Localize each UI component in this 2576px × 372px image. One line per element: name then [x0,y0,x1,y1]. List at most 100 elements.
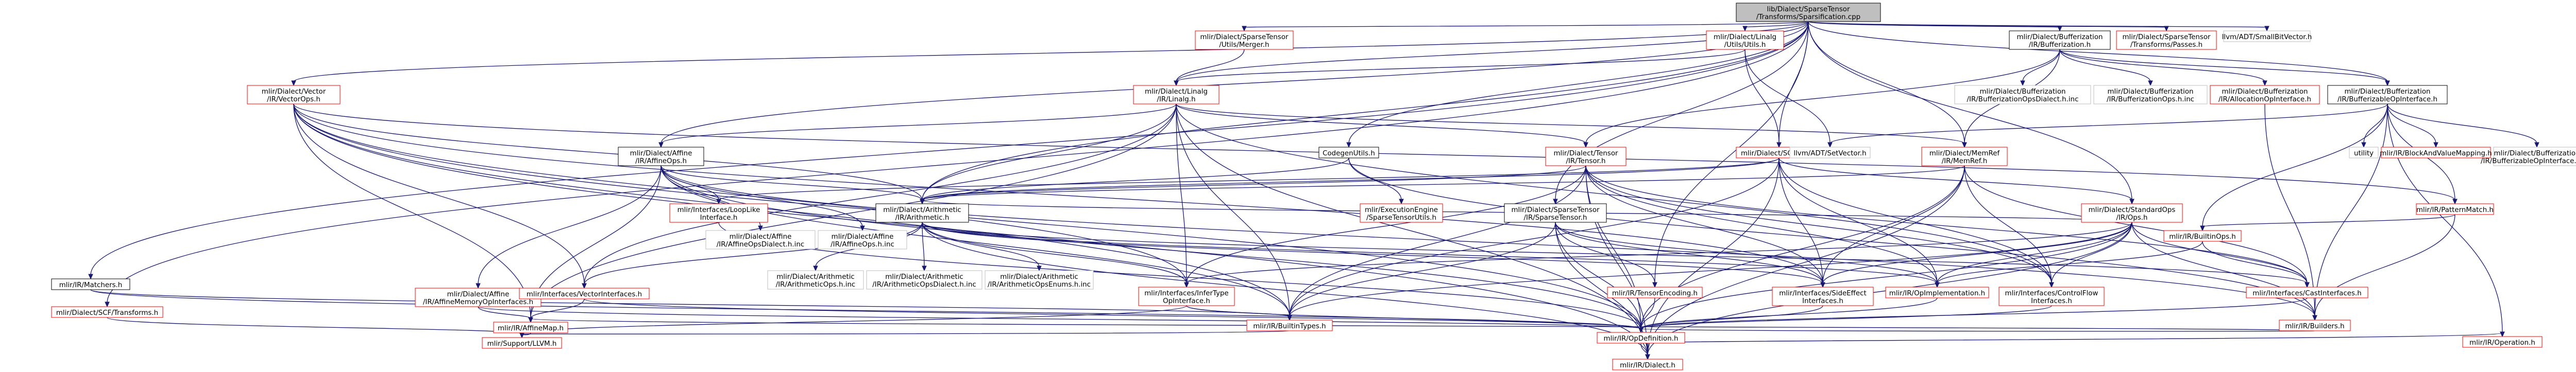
node-box [493,322,568,333]
dependency-edge [478,306,1641,329]
file-node-builtin-ops[interactable]: mlir/IR/BuiltinOps.h [2163,230,2242,242]
file-node-pattern-match[interactable]: mlir/IR/PatternMatch.h [2416,203,2494,215]
node-box [1597,332,1685,344]
file-node-sparse-tensor[interactable]: mlir/Dialect/SparseTensor/IR/SparseTenso… [1504,203,1607,223]
edge-arrowhead [1174,80,1179,86]
node-label-line: /Utils/Merger.h [1219,41,1269,49]
node-box [669,203,768,223]
file-node-root: lib/Dialect/SparseTensor/Transforms/Spar… [1736,3,1881,22]
file-node-support-llvm[interactable]: mlir/Support/LLVM.h [482,337,562,349]
dependency-edge [922,157,1780,201]
node-label-line: /Transforms/Sparsification.cpp [1756,13,1860,21]
node-box [1246,320,1333,331]
node-box [1706,30,1784,50]
dependency-edge [1640,222,2132,329]
file-node-tensor-encoding[interactable]: mlir/IR/TensorEncoding.h [1607,287,1703,298]
dependency-edge [1176,103,1648,356]
file-node-cast-interfaces[interactable]: mlir/Interfaces/CastInterfaces.h [2246,287,2368,298]
node-label-line: mlir/Dialect/Linalg [1145,88,1208,96]
node-label-line: mlir/Dialect/Bufferization [2016,33,2103,41]
dependency-edge [1654,21,1809,284]
node-box [51,306,163,318]
file-node-execution-engine[interactable]: mlir/ExecutionEngine/SparseTensorUtils.h [1360,203,1443,223]
edge-arrowhead [922,265,927,272]
edge-arrowhead [2361,142,2366,148]
node-label-line: mlir/Interfaces/ControlFlow [2005,290,2098,297]
dependency-edge [1808,21,2267,28]
file-node-bufferizable-op-interface-inc: mlir/Dialect/Bufferization/IR/Bufferizab… [2481,147,2576,166]
file-node-linalg[interactable]: mlir/Dialect/Linalg/IR/Linalg.h [1133,85,1219,104]
dependency-edge [1808,21,2388,82]
file-node-operation[interactable]: mlir/IR/Operation.h [2462,336,2543,348]
node-box [2246,287,2368,298]
file-node-standard-ops[interactable]: mlir/Dialect/StandardOps/IR/Ops.h [2081,203,2183,223]
file-node-bufferizable-op-interface[interactable]: mlir/Dialect/Bufferization/IR/Bufferizab… [2327,85,2448,104]
file-node-tensor[interactable]: mlir/Dialect/Tensor/IR/Tensor.h [1545,147,1626,166]
dependency-edge [922,222,1648,356]
dependency-edge [922,103,1177,201]
file-node-scf-transforms[interactable]: mlir/Dialect/SCF/Transforms.h [51,306,163,318]
file-node-allocation-op-interface[interactable]: mlir/Dialect/Bufferization/IR/Allocation… [2210,85,2320,104]
file-node-bufferization[interactable]: mlir/Dialect/Bufferization/IR/Bufferizat… [2009,30,2111,50]
node-label-line: lib/Dialect/SparseTensor [1767,6,1850,13]
file-node-arith-ops-inc: mlir/Dialect/Arithmetic/IR/ArithmeticOps… [767,270,864,290]
node-label-line: mlir/IR/Operation.h [2469,339,2535,347]
dependency-edge [660,165,1641,329]
file-node-arithmetic[interactable]: mlir/Dialect/Arithmetic/IR/Arithmetic.h [875,203,969,223]
node-label-line: /IR/BufferizationOps.h.inc [2107,96,2194,103]
edge-arrowhead [1742,26,1748,32]
dependency-edge [1744,49,1780,144]
dependency-edge [1289,157,1780,317]
dependency-edge [1176,49,1245,82]
file-node-matchers[interactable]: mlir/IR/Matchers.h [51,278,130,290]
file-node-affine-memory-op-interfaces[interactable]: mlir/Dialect/Affine/IR/AffineMemoryOpInt… [415,288,541,307]
node-label-line: mlir/IR/AffineMap.h [498,325,564,332]
file-node-block-and-value-mapping[interactable]: mlir/IR/BlockAndValueMapping.h [2380,147,2492,158]
node-label-line: /IR/Tensor.h [1566,157,1605,165]
file-node-sparse-tensor-merger[interactable]: mlir/Dialect/SparseTensor/Utils/Merger.h [1195,30,1294,50]
file-node-dialect[interactable]: mlir/IR/Dialect.h [1612,359,1683,370]
dependency-edge [107,21,1809,304]
file-node-op-implementation[interactable]: mlir/IR/OpImplementation.h [1885,287,1989,298]
edge-arrowhead [88,274,93,280]
file-node-affine-map[interactable]: mlir/IR/AffineMap.h [493,322,568,333]
dependency-edge [2387,103,2537,144]
edge-arrowhead [920,199,925,205]
dependency-edge [478,165,662,285]
file-node-op-definition[interactable]: mlir/IR/OpDefinition.h [1597,332,1685,344]
file-node-builders[interactable]: mlir/IR/Builders.h [2279,320,2351,331]
dependency-edge [1744,49,1831,144]
edge-arrowhead [1827,142,1833,148]
file-node-sparse-tensor-passes[interactable]: mlir/Dialect/SparseTensor/Transforms/Pas… [2116,30,2217,50]
dependency-edge [293,103,1648,356]
edge-arrowhead [2129,199,2134,205]
dependency-edge [1186,222,2132,284]
file-node-affine-ops[interactable]: mlir/Dialect/Affine/IR/AffineOps.h [618,147,704,166]
dependency-edge [1640,297,2308,329]
node-label-line: /IR/Linalg.h [1157,96,1195,103]
node-label-line: /IR/MemRef.h [1942,157,1988,165]
file-node-vector-interfaces[interactable]: mlir/Interfaces/VectorInterfaces.h [519,288,650,299]
node-label-line: mlir/Dialect/Bufferization [1979,88,2065,96]
dependency-edge [1348,157,1402,201]
file-node-codegen-utils[interactable]: CodegenUtils.h [1318,147,1379,158]
file-node-builtin-types[interactable]: mlir/IR/BuiltinTypes.h [1246,320,1333,331]
node-box [985,270,1094,290]
edge-arrowhead [1638,327,1643,333]
dependency-edge [2387,103,2503,333]
file-node-memref[interactable]: mlir/Dialect/MemRef/IR/MemRef.h [1921,147,2008,166]
dependency-edge [1808,21,2132,201]
edge-arrowhead [1962,142,1967,148]
file-node-linalg-utils[interactable]: mlir/Dialect/Linalg/Utils/Utils.h [1706,30,1784,50]
dependency-edge [1808,21,1965,144]
node-box [1138,287,1235,306]
node-box [1772,287,1874,306]
file-node-vector-ops[interactable]: mlir/Dialect/Vector/IR/VectorOps.h [247,85,341,104]
dependency-edge [2051,222,2132,284]
edge-arrowhead [1820,282,1825,288]
node-label-line: CodegenUtils.h [1323,150,1375,157]
